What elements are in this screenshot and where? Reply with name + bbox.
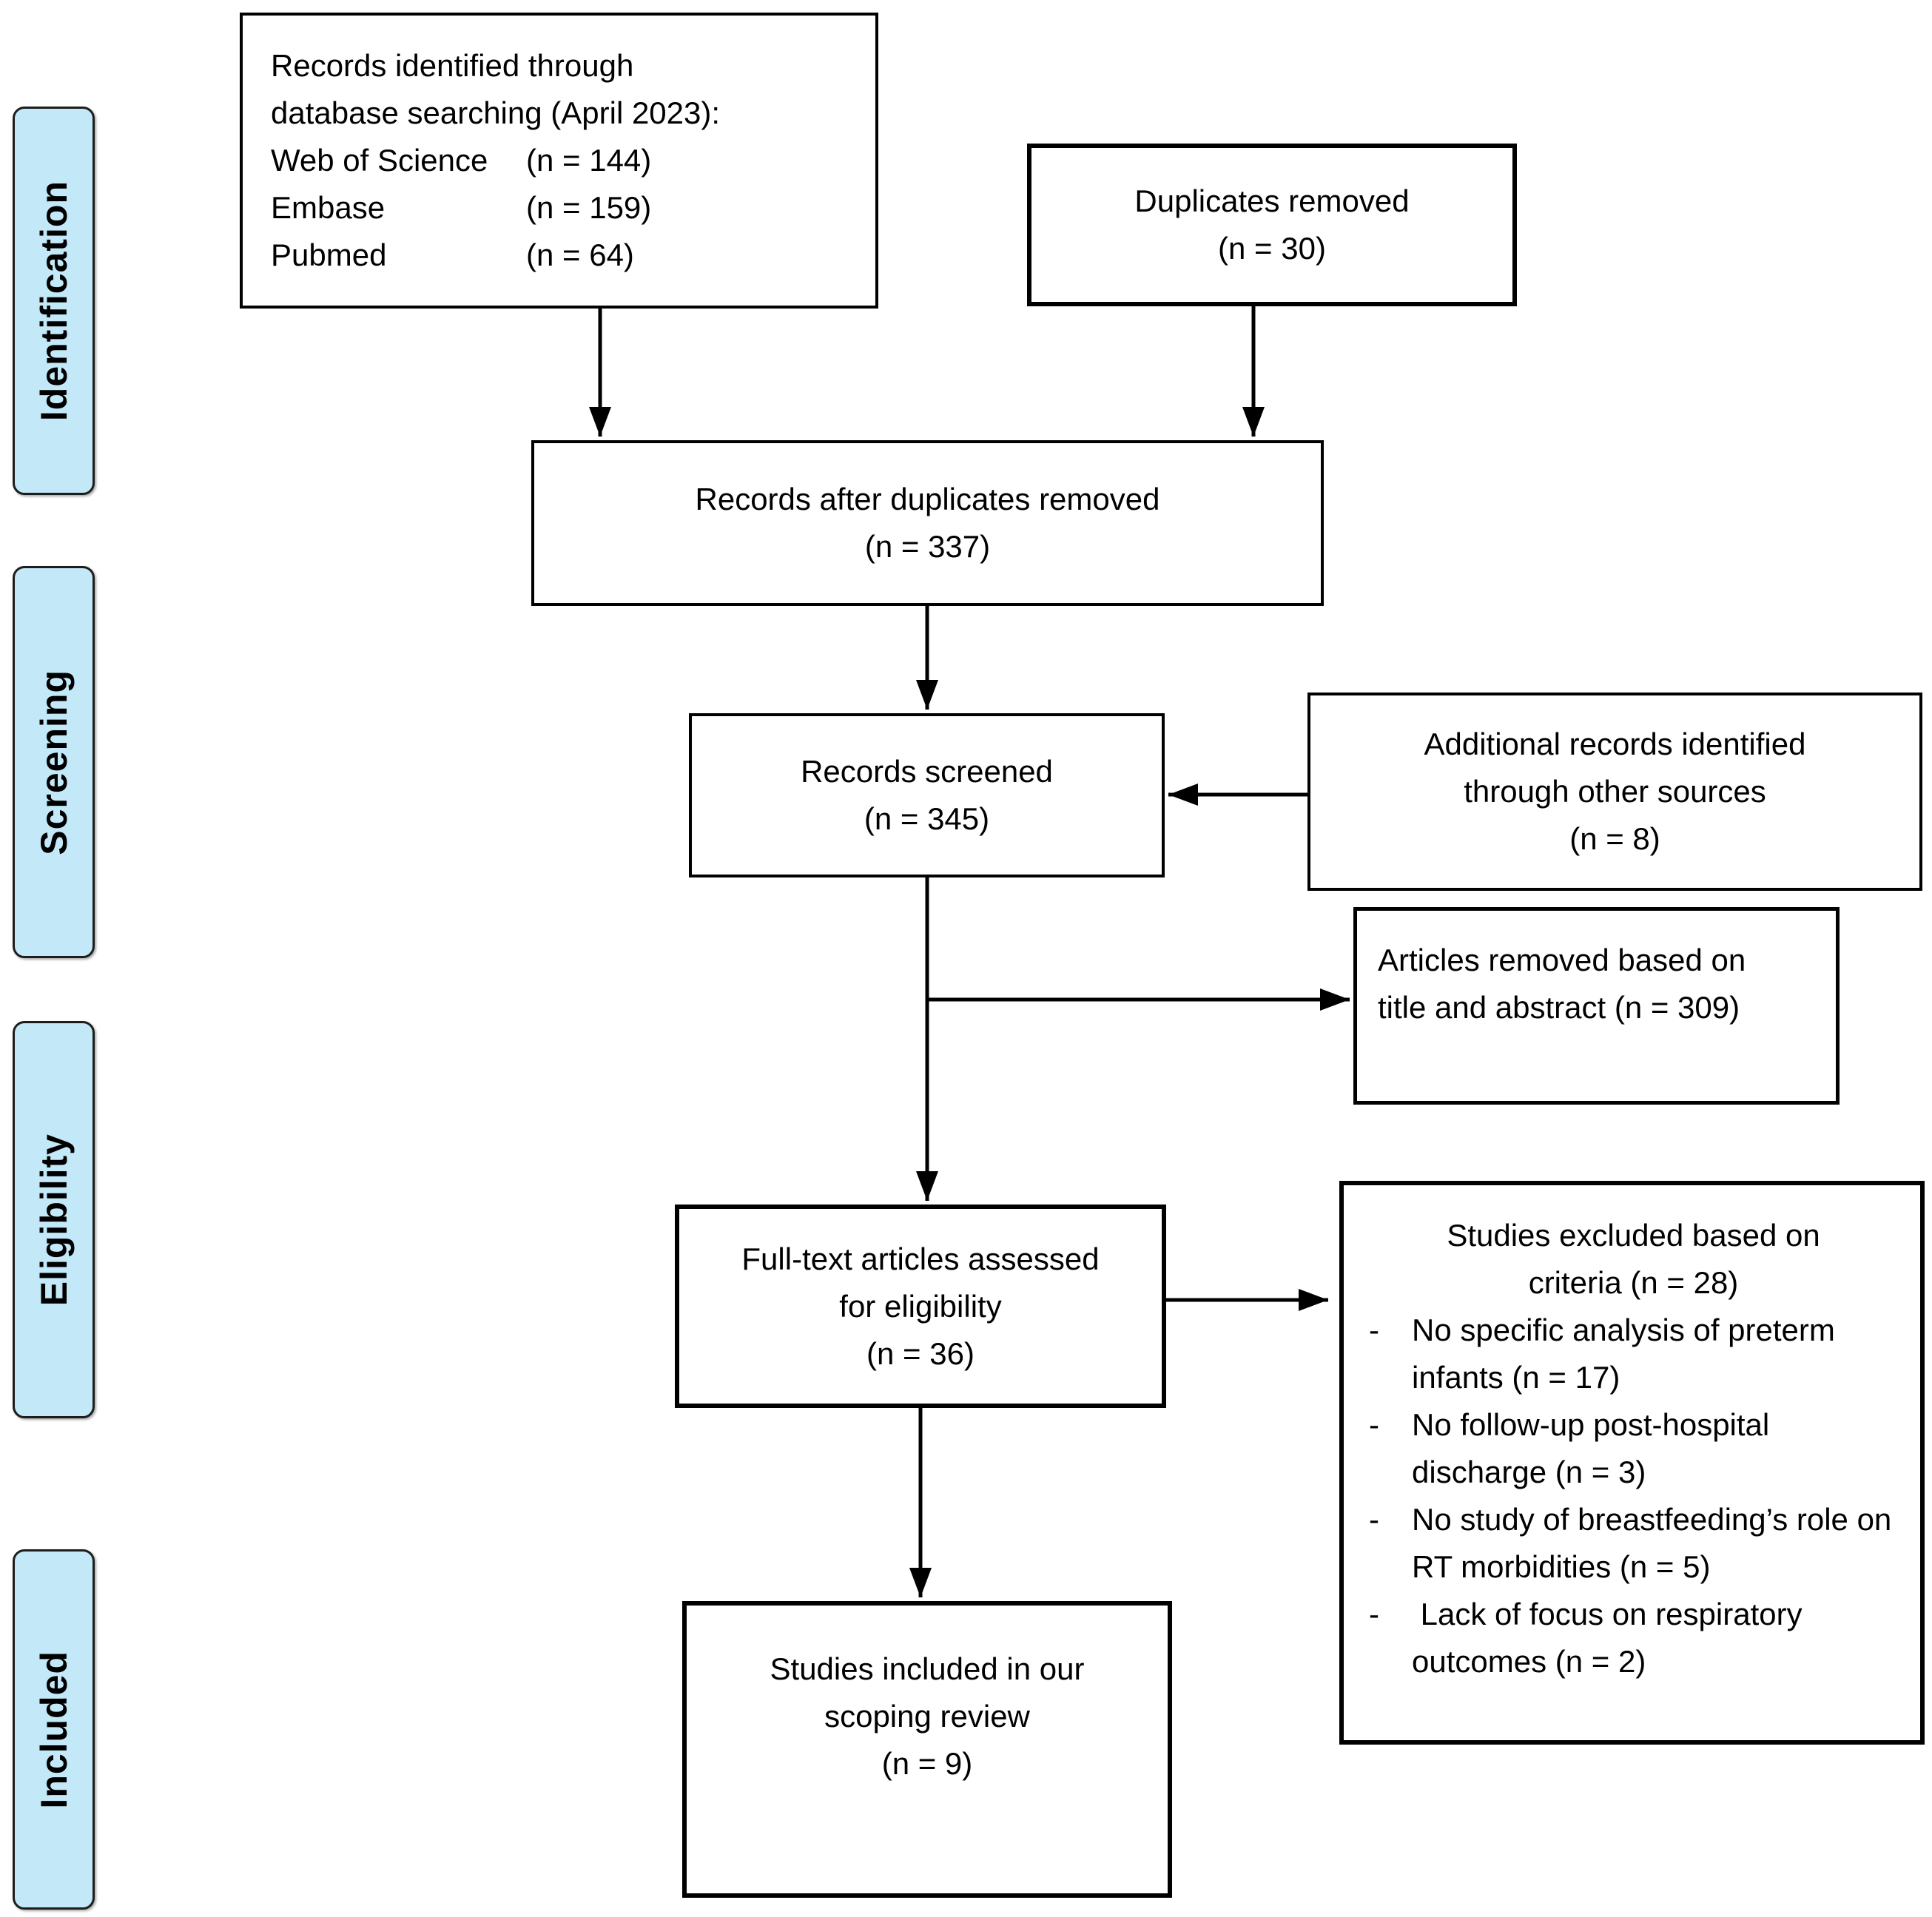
- source-count: (n = 64): [526, 237, 634, 272]
- stage-included-label: Included: [33, 1650, 75, 1809]
- box-studies-included: Studies included in our scoping review (…: [682, 1601, 1172, 1898]
- box-records-screened: Records screened (n = 345): [689, 713, 1165, 877]
- bullet-dash: -: [1369, 1597, 1379, 1631]
- box-line: (n = 36): [866, 1335, 975, 1371]
- bullet-dash: -: [1369, 1407, 1379, 1442]
- box-line: through other sources: [1464, 774, 1766, 809]
- box-line: database searching (April 2023):: [271, 95, 721, 130]
- box-records-identified: Records identified through database sear…: [240, 13, 878, 309]
- excluded-reason-text: No specific analysis of preterm infants …: [1412, 1313, 1844, 1395]
- source-name: Web of Science: [271, 143, 488, 178]
- box-after-duplicates: Records after duplicates removed (n = 33…: [531, 440, 1324, 606]
- excluded-reason: - No study of breastfeeding’s role on RT…: [1366, 1496, 1901, 1591]
- source-row: Embase (n = 159): [271, 184, 651, 232]
- stage-screening-label: Screening: [33, 669, 75, 855]
- source-row: Web of Science (n = 144): [271, 137, 651, 184]
- box-line: (n = 345): [864, 801, 990, 836]
- box-line: (n = 30): [1218, 231, 1326, 266]
- excluded-reasons-list: - No specific analysis of preterm infant…: [1366, 1307, 1901, 1685]
- box-line: Full-text articles assessed: [741, 1241, 1100, 1276]
- box-line: Studies included in our: [770, 1651, 1085, 1686]
- box-studies-excluded: Studies excluded based on criteria (n = …: [1339, 1181, 1925, 1745]
- source-row: Pubmed (n = 64): [271, 232, 634, 279]
- excluded-reason: - No follow-up post-hospital discharge (…: [1366, 1401, 1901, 1496]
- box-line: Articles removed based on: [1378, 942, 1746, 977]
- box-line: title and abstract (n = 309): [1378, 989, 1740, 1025]
- box-duplicates-removed: Duplicates removed (n = 30): [1027, 144, 1517, 306]
- box-fulltext-assessed: Full-text articles assessed for eligibil…: [675, 1205, 1166, 1408]
- excluded-reason-text: Lack of focus on respiratory outcomes (n…: [1412, 1597, 1811, 1679]
- box-line: (n = 337): [864, 529, 991, 564]
- box-removed-title-abstract: Articles removed based on title and abst…: [1353, 907, 1840, 1105]
- stage-identification: Identification: [13, 107, 95, 495]
- box-line: for eligibility: [839, 1288, 1002, 1324]
- stage-eligibility: Eligibility: [13, 1021, 95, 1418]
- bullet-dash: -: [1369, 1502, 1379, 1537]
- source-name: Pubmed: [271, 237, 387, 272]
- box-additional-records: Additional records identified through ot…: [1307, 693, 1922, 891]
- excluded-reason: - No specific analysis of preterm infant…: [1366, 1307, 1901, 1401]
- box-line: Records after duplicates removed: [695, 482, 1160, 516]
- box-line: Records screened: [801, 754, 1053, 789]
- box-line: scoping review: [824, 1698, 1030, 1734]
- excluded-title-line: Studies excluded based on: [1447, 1218, 1820, 1253]
- excluded-reason-text: No follow-up post-hospital discharge (n …: [1412, 1407, 1778, 1489]
- stage-screening: Screening: [13, 566, 95, 958]
- source-name: Embase: [271, 190, 386, 225]
- stage-eligibility-label: Eligibility: [33, 1133, 75, 1307]
- source-count: (n = 144): [526, 143, 652, 178]
- excluded-reason-text: No study of breastfeeding’s role on RT m…: [1412, 1502, 1900, 1584]
- box-line: Records identified through: [271, 48, 634, 83]
- box-line: Additional records identified: [1424, 727, 1806, 761]
- stage-identification-label: Identification: [33, 180, 75, 422]
- box-line: Duplicates removed: [1134, 183, 1410, 218]
- excluded-reason: - Lack of focus on respiratory outcomes …: [1366, 1591, 1901, 1685]
- source-count: (n = 159): [526, 190, 652, 225]
- stage-included: Included: [13, 1549, 95, 1910]
- box-line: (n = 9): [881, 1745, 973, 1781]
- box-line: (n = 8): [1569, 821, 1660, 856]
- bullet-dash: -: [1369, 1313, 1379, 1347]
- excluded-title-line: criteria (n = 28): [1528, 1265, 1739, 1300]
